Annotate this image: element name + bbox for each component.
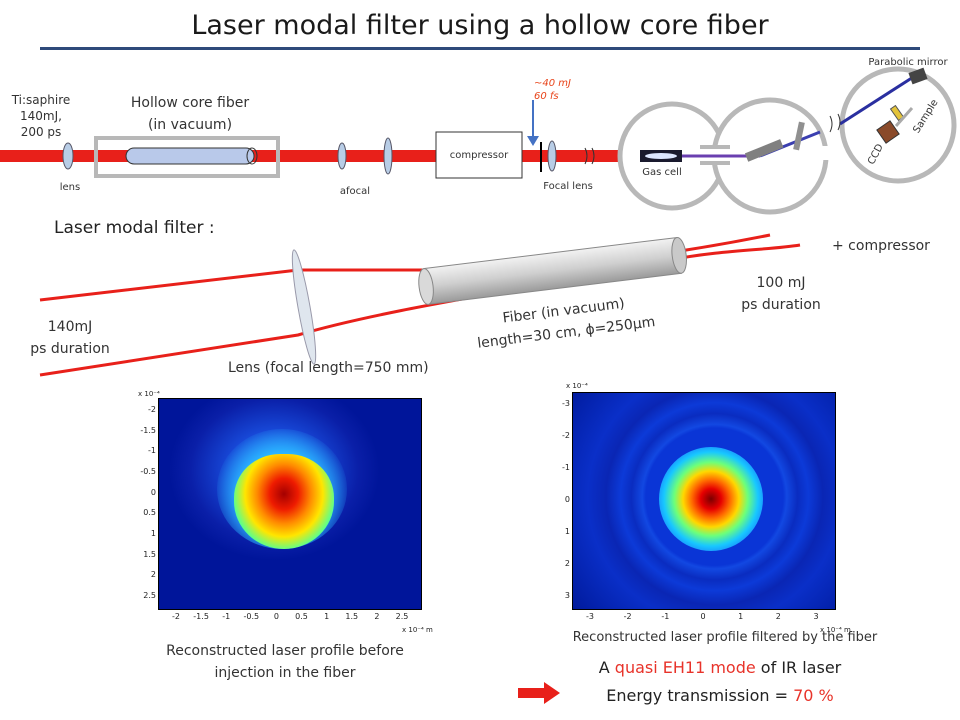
tick-label: 2.5 bbox=[395, 612, 409, 621]
tick-label: -0.5 bbox=[243, 612, 260, 621]
tick-label: 2.5 bbox=[143, 591, 156, 600]
tick-label: 0.5 bbox=[143, 508, 156, 518]
afocal-lens-1 bbox=[337, 142, 347, 170]
hollow-fiber-end bbox=[246, 147, 258, 165]
tick-label: 0 bbox=[700, 612, 706, 621]
compressor-label: compressor bbox=[449, 150, 509, 161]
gas-cell-label: Gas cell bbox=[642, 167, 682, 178]
right-profile-plot bbox=[572, 392, 836, 610]
tick-label: 1 bbox=[324, 612, 330, 621]
tick-label: -2 bbox=[623, 612, 632, 621]
compressor-box bbox=[435, 131, 523, 179]
tick-label: -2 bbox=[148, 405, 156, 414]
afocal-lens-2 bbox=[383, 137, 393, 175]
tick-label: 2 bbox=[150, 570, 156, 580]
parabolic-mirror-element bbox=[908, 67, 928, 85]
lens-element bbox=[62, 142, 74, 170]
focal-lens-label: Focal lens bbox=[543, 181, 593, 192]
hollow-fiber-tube bbox=[125, 147, 255, 165]
tick-label: 2 bbox=[775, 612, 781, 621]
filter-diagram bbox=[39, 233, 801, 377]
right-exp-label: x 10⁻⁴ bbox=[566, 382, 588, 390]
tick-label: 0.5 bbox=[295, 612, 308, 621]
filter-lens-label: Lens (focal length=750 mm) bbox=[228, 360, 429, 376]
filter-lens-element bbox=[291, 249, 317, 365]
tick-label: 0 bbox=[564, 495, 570, 504]
setup-diagram bbox=[0, 66, 957, 215]
right-caption: Reconstructed laser profile filtered by … bbox=[572, 630, 878, 645]
plus-compressor-label: + compressor bbox=[832, 238, 930, 254]
conclusion-line2: Energy transmission = 70 % bbox=[606, 686, 834, 705]
focal-lens-element bbox=[547, 140, 557, 172]
tick-label: 2 bbox=[374, 612, 380, 621]
tick-label: -1.5 bbox=[140, 425, 156, 435]
right-xunit: x 10⁻⁴ m bbox=[820, 626, 851, 634]
tick-label: 1.5 bbox=[345, 612, 359, 621]
tick-label: 1 bbox=[738, 612, 744, 621]
afocal-label: afocal bbox=[339, 186, 371, 197]
tick-label: -1 bbox=[562, 463, 570, 472]
tick-label: -1.5 bbox=[193, 612, 209, 621]
filter-heading: Laser modal filter : bbox=[54, 218, 215, 238]
ccd-element bbox=[876, 120, 900, 144]
left-profile-plot bbox=[158, 398, 422, 610]
tick-label: -0.5 bbox=[140, 467, 156, 476]
conclusion-arrow-icon bbox=[518, 682, 560, 704]
tick-label: -2 bbox=[562, 431, 570, 440]
conclusion-line1: A quasi EH11 mode of IR laser bbox=[598, 658, 842, 677]
left-hotspot bbox=[234, 454, 334, 549]
tick-label: 1.5 bbox=[143, 549, 156, 559]
tick-label: -3 bbox=[562, 399, 570, 408]
tick-label: -1 bbox=[148, 446, 156, 456]
left-xunit: x 10⁻⁴ m bbox=[402, 626, 433, 634]
right-hotspot bbox=[659, 447, 763, 551]
mirror-block bbox=[744, 139, 784, 162]
tick-label: 3 bbox=[564, 591, 570, 600]
tick-label: 1 bbox=[564, 527, 570, 536]
window-plate bbox=[793, 121, 805, 151]
tick-label: 1 bbox=[150, 529, 156, 538]
parabolic-mirror-label: Parabolic mirror bbox=[868, 57, 948, 68]
fiber-tube bbox=[418, 236, 687, 305]
page-title: Laser modal filter using a hollow core f… bbox=[191, 10, 769, 41]
tick-label: -2 bbox=[172, 612, 180, 621]
title-underline bbox=[40, 47, 920, 50]
tick-label: 3 bbox=[813, 612, 819, 621]
hollow-fiber-label: Hollow core fiber(in vacuum) bbox=[130, 95, 250, 133]
tick-label: 0 bbox=[150, 487, 156, 497]
hollow-fiber-box bbox=[94, 136, 280, 178]
tick-label: -3 bbox=[586, 612, 594, 621]
tick-label: 0 bbox=[273, 612, 279, 621]
tick-label: 2 bbox=[564, 559, 570, 568]
tick-label: -1 bbox=[661, 612, 670, 621]
lens-label: lens bbox=[59, 182, 81, 193]
tick-label: -1 bbox=[222, 612, 231, 621]
left-exp-label: x 10⁻⁴ bbox=[138, 390, 160, 398]
